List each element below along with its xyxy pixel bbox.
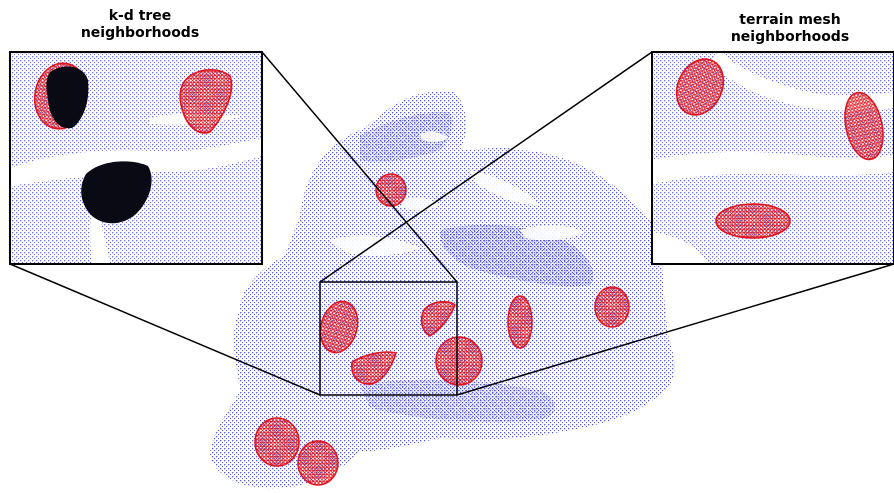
neighborhood-marker — [375, 173, 407, 207]
neighborhood-marker — [319, 300, 359, 354]
neighborhood-marker — [420, 300, 456, 337]
inset-terrain-mesh — [651, 51, 894, 265]
mesh-neighborhood — [715, 203, 791, 239]
inset-kd-tree — [9, 51, 263, 265]
mesh-neighborhood — [844, 91, 884, 161]
zoom-connectors — [9, 51, 894, 396]
neighborhood-marker — [507, 295, 533, 349]
kd-tree-label: k-d tree neighborhoods — [80, 8, 200, 41]
kd-neighborhood — [179, 69, 233, 134]
neighborhood-marker — [351, 351, 397, 385]
kd-neighborhood-filled — [46, 66, 89, 129]
zoom-region-box — [319, 281, 458, 396]
neighborhood-marker — [254, 417, 300, 467]
neighborhood-marker — [435, 336, 483, 386]
neighborhood-marker — [594, 286, 630, 328]
terrain-point-cloud — [210, 91, 675, 489]
kd-neighborhood-filled — [81, 161, 152, 224]
main-neighborhoods — [254, 173, 630, 486]
mesh-neighborhood — [675, 58, 725, 116]
terrain-mesh-label: terrain mesh neighborhoods — [730, 12, 850, 45]
neighborhood-marker — [297, 440, 339, 486]
